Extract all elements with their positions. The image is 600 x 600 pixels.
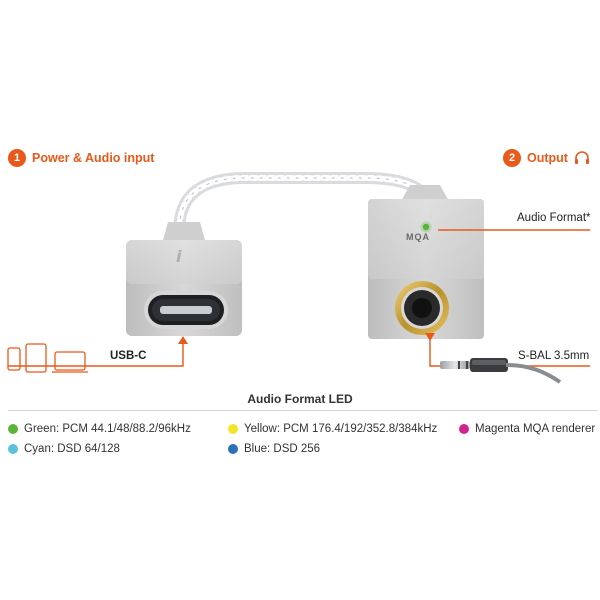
legend-item-text: Magenta MQA renderer [475,423,596,435]
legend-item: Blue: DSD 256 [228,443,320,455]
annotation-lines [8,229,590,367]
legend-dot-green [8,424,18,434]
legend-item-text: Yellow: PCM 176.4/192/352.8/384kHz [244,423,438,435]
legend-item-text: Green: PCM 44.1/48/88.2/96kHz [24,423,191,435]
step-output-header: 2 Output [503,149,590,167]
legend-dot-magenta [459,424,469,434]
legend-divider [8,410,598,411]
step-input-label: Power & Audio input [32,151,155,165]
device-icons [7,343,88,373]
step-output-label: Output [527,151,568,165]
step-1-badge: 1 [8,149,26,167]
legend-dot-blue [228,444,238,454]
step-2-badge: 2 [503,149,521,167]
headphones-icon [574,151,589,164]
legend-dot-yellow [228,424,238,434]
legend-title: Audio Format LED [247,392,353,406]
led-indicator [422,223,430,231]
adapter-illustration: i [7,172,590,384]
usb-arrow [178,336,188,344]
phone-icon [7,347,21,371]
legend-dot-cyan [8,444,18,454]
usb-c-label: USB-C [110,350,147,362]
legend-item: Magenta MQA renderer [459,423,595,435]
sbal-label: S-BAL 3.5mm [518,350,590,362]
tablet-icon [25,343,47,373]
dac-strain-relief [400,185,450,203]
brand-logo-mark: i [176,247,182,266]
legend-item-text: Cyan: DSD 64/128 [24,443,120,455]
legend-item: Green: PCM 44.1/48/88.2/96kHz [8,423,191,435]
step-input-header: 1 Power & Audio input [8,149,154,167]
usb-strain-relief [162,222,206,244]
jack-arrow [425,333,435,341]
legend-item: Cyan: DSD 64/128 [8,443,120,455]
legend-item-text: Blue: DSD 256 [244,443,321,455]
mqa-label: MQA [406,232,430,242]
legend-item: Yellow: PCM 176.4/192/352.8/384kHz [228,423,437,435]
audio-format-label: Audio Format* [517,212,591,224]
sbal-plug [440,358,562,384]
laptop-icon [54,351,86,371]
